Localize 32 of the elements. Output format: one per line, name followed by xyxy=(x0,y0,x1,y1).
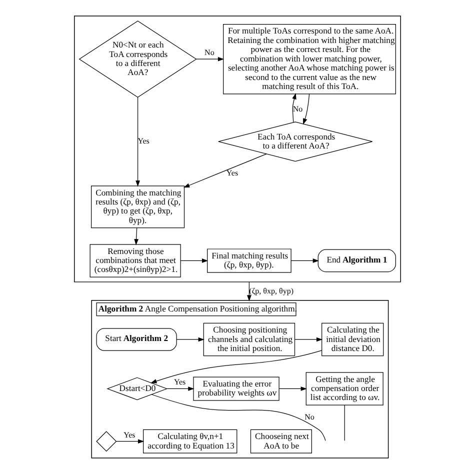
arrow xyxy=(182,154,266,188)
node-box: Chooseing next AoA to be xyxy=(250,429,312,454)
arrow xyxy=(180,258,208,263)
node-box: For multiple ToAs correspond to the same AoA. Retaining the combination with higher matching power as the correct result. For the combination with lower matching power, selecting another AoA whose matching power is second to the current value as the new matching result of this ToA. xyxy=(222,24,396,94)
node-box: Choosing positioning channels and calculating the initial position. xyxy=(202,322,295,356)
arrow xyxy=(290,258,318,263)
arrow xyxy=(302,94,310,125)
node-box: Combining the matching results (ζp, θxp) and (ζp, θyp) to get (ζp, θxp, θyp). xyxy=(90,186,184,228)
arrow xyxy=(166,386,194,391)
arrow xyxy=(246,282,251,302)
node-diamond: N0<Nt or each ToA corresponds to a different AoA? xyxy=(78,20,196,98)
arrow xyxy=(135,97,140,187)
node-diamond: Each ToA corresponds to a different AoA? xyxy=(218,122,372,162)
arrow xyxy=(116,439,144,444)
arrow xyxy=(150,350,322,384)
arrow xyxy=(292,93,296,123)
arrow xyxy=(278,386,306,391)
cluster xyxy=(74,16,400,282)
node-box: Start Algorithm 2 xyxy=(96,328,176,351)
connector xyxy=(150,394,326,441)
arrow xyxy=(294,337,322,342)
node-box: Getting the angle compensation order list according to ωv. xyxy=(305,372,383,406)
arrow xyxy=(134,228,138,246)
node-box: Final matching results (ζp, θxp, θyp). xyxy=(206,248,291,273)
node-box: Removing those combinations that meet (cosθxp)2+(sinθyp)2>1. xyxy=(89,244,180,278)
arrow xyxy=(176,337,204,342)
node-diamond xyxy=(96,431,116,452)
arrow xyxy=(196,56,224,62)
node-box: Calculating the initial deviation distance D0. xyxy=(321,322,384,356)
node-box: Evaluating the error probability weights ωv xyxy=(192,376,279,401)
node-box: End Algorithm 1 xyxy=(317,249,396,272)
node-box: Calculating θv,n+1 according to Equation 13 xyxy=(142,429,237,454)
